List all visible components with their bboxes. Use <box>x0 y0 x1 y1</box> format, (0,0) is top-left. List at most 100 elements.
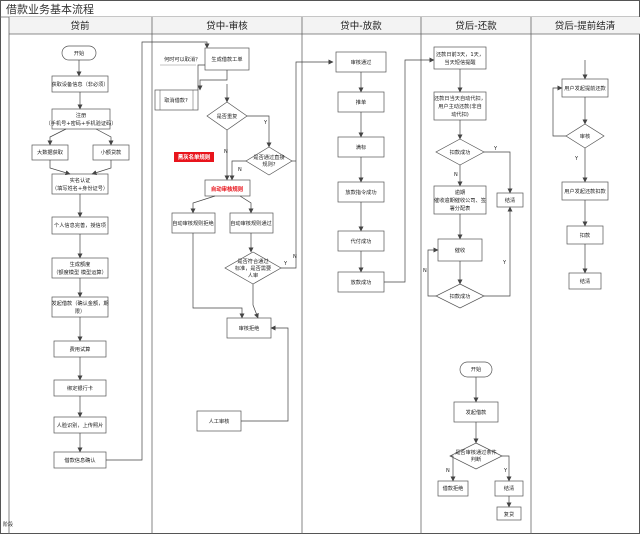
sms-reminder-label-1: 还款日前3天，1天， <box>436 50 484 58</box>
early-debit-request-label: 用户发起还款扣款 <box>564 187 606 195</box>
edge-micro-realname <box>91 160 112 176</box>
reloan-settle-label: 结清 <box>504 484 514 492</box>
edge-audit-back <box>552 85 566 137</box>
edge-register-bigdata <box>47 128 67 146</box>
edge-confirm-generate <box>106 41 210 461</box>
realname-label-1: 实名认证 <box>70 176 91 184</box>
edge-label-repeat-yes: Y <box>263 120 268 126</box>
loan-refused-label: 借款拒绝 <box>443 484 464 492</box>
apply-loan-label-1: 发起借款（确认金额，期 <box>51 299 108 307</box>
edge-repeat-whitelist <box>247 115 272 148</box>
overdue-label-2: 催收逾期催收公司、签 <box>434 196 486 204</box>
qualify-decision <box>449 442 503 470</box>
settle-label: 结清 <box>505 196 515 204</box>
lane-pre-loan: 开始 获取设备信息（非必须） 注册 （手机号+密码+手机验证码） 大数据获取 小… <box>31 41 210 469</box>
edge-decision-settle <box>484 151 513 194</box>
micro-loan-label: 小额贷款 <box>101 148 123 156</box>
auto-rule-label: 自动审核规则 <box>211 185 244 193</box>
transfer-command-label: 放款指令成功 <box>345 188 376 196</box>
auto-reject-label: 自动审核规则拒绝 <box>172 219 214 227</box>
lane-early-settlement-edges <box>552 60 588 274</box>
diagram-title: 借款业务基本流程 <box>6 2 94 16</box>
edge-whitelist-approved <box>281 59 334 269</box>
manual-review-label-3: 人审 <box>248 271 258 279</box>
fee-trial-label: 费用试算 <box>70 345 91 353</box>
fully-funded-label: 满标 <box>356 143 366 151</box>
collection-label: 催收 <box>455 246 465 254</box>
push-order-label: 推单 <box>356 98 366 106</box>
lane-pre-loan-edges <box>47 41 210 461</box>
edge-label-qualify-yes: Y <box>503 468 508 474</box>
start-label: 开始 <box>74 49 85 57</box>
generate-order-label: 生成借款工单 <box>211 55 242 63</box>
auto-debit-label-3: 动代扣) <box>451 110 469 118</box>
bind-card-label: 绑定银行卡 <box>67 384 93 392</box>
edge-cancel-question <box>197 64 205 90</box>
edge-register-micro <box>95 128 114 146</box>
approved-label: 审核通过 <box>351 58 372 66</box>
debit-success-label: 扣款成功 <box>450 148 471 156</box>
lane-repayment-edges <box>427 69 513 508</box>
lane-disbursement: 审核通过 推单 满标 放款指令成功 代付成功 放款成功 <box>335 51 435 293</box>
repeat-loan-label: 复贷 <box>504 510 514 518</box>
register-label-2: （手机号+密码+手机验证码） <box>46 119 117 127</box>
lane-audit: 生成借款工单 何时可以取消？ 取消借款? 是否重复 黑灰名单规则 是否通过直接 … <box>154 47 334 432</box>
sms-reminder-label-2: 当天短信提醒 <box>444 58 475 66</box>
payout-label: 代付成功 <box>351 237 372 245</box>
audit-rejected-label: 审核拒绝 <box>239 324 260 332</box>
auto-pass-label: 自动审核规则通过 <box>230 219 272 227</box>
overdue-label-3: 署分配表 <box>450 204 472 212</box>
edge-label-qualify-no: N <box>446 468 450 474</box>
edge-label-manual-yes: Y <box>283 261 288 267</box>
edge-decision2-settle <box>484 206 513 297</box>
debit-success-decision-2 <box>435 283 485 309</box>
manual-review-label-2: 标准，是否需要 <box>235 264 271 272</box>
edge-disbursed-reminder <box>384 57 435 283</box>
personal-info-label: 个人信息完善，授信项 <box>54 221 106 229</box>
register-label-1: 注册 <box>76 111 86 119</box>
lane-title-disbursement: 贷中-放款 <box>340 20 382 32</box>
reloan-start-label: 开始 <box>471 365 482 373</box>
lane-title-early-settlement: 贷后-提前结清 <box>555 20 616 32</box>
early-debit-label: 扣款 <box>580 231 591 239</box>
apply-loan-label-2: 限） <box>75 307 85 315</box>
qualify-label-2: 判断 <box>471 455 481 463</box>
credit-limit-label-1: 生成额度 <box>70 260 91 268</box>
edge-label-early-yes: Y <box>574 156 579 162</box>
whitelist-label-1: 是否通过直接 <box>253 153 284 161</box>
edge-autorule-reject <box>190 195 216 214</box>
whitelist-decision <box>245 146 293 176</box>
debit-success-label-2: 扣款成功 <box>450 292 471 300</box>
edge-generate-cancel <box>197 70 228 91</box>
edge-label-debit2-no: N <box>423 268 427 274</box>
whitelist-label-2: 规则? <box>262 160 275 168</box>
credit-limit-label-2: （额度模型 模型运算） <box>53 268 107 276</box>
lane-header-band <box>9 17 640 34</box>
cancel-loan-node <box>154 89 199 111</box>
face-id-label: 人脸识别，上传照片 <box>57 421 104 429</box>
lane-repayment: 还款日前3天，1天， 当天短信提醒 还款日当天自动代扣， 用户主动还款(非自 动… <box>423 46 524 521</box>
lane-early-settlement: 用户发起提前还款 审核 用户发起还款扣款 扣款 结清 Y <box>552 60 609 290</box>
edge-qualify-refused <box>450 455 456 482</box>
device-info-label: 获取设备信息（非必须） <box>51 80 108 88</box>
overdue-label-1: 逾期 <box>455 188 465 196</box>
edge-decision2-collect <box>427 247 439 297</box>
confirm-info-label: 借款信息确认 <box>64 456 96 464</box>
auto-debit-label-2: 用户主动还款(非自 <box>438 102 482 110</box>
side-label: 阶段 <box>3 521 13 528</box>
early-audit-label: 审核 <box>580 132 590 140</box>
edge-label-whitelist-no: N <box>238 167 242 173</box>
manual-review-label-1: 是否符合通过 <box>237 257 268 265</box>
edge-reject-rejected <box>192 233 245 319</box>
repeat-decision-label: 是否重复 <box>217 112 238 120</box>
early-repay-label: 用户发起提前还款 <box>564 84 606 92</box>
lane-audit-edges <box>190 59 334 422</box>
edge-label-debit2-yes: Y <box>502 260 507 266</box>
blacklist-rule-node <box>174 152 214 162</box>
realname-label-2: （填写姓名+身份证号） <box>52 184 108 192</box>
edge-autorule-pass <box>239 195 254 214</box>
edge-manualq-rejected <box>252 284 259 319</box>
lane-title-pre-loan: 贷前 <box>70 20 89 32</box>
